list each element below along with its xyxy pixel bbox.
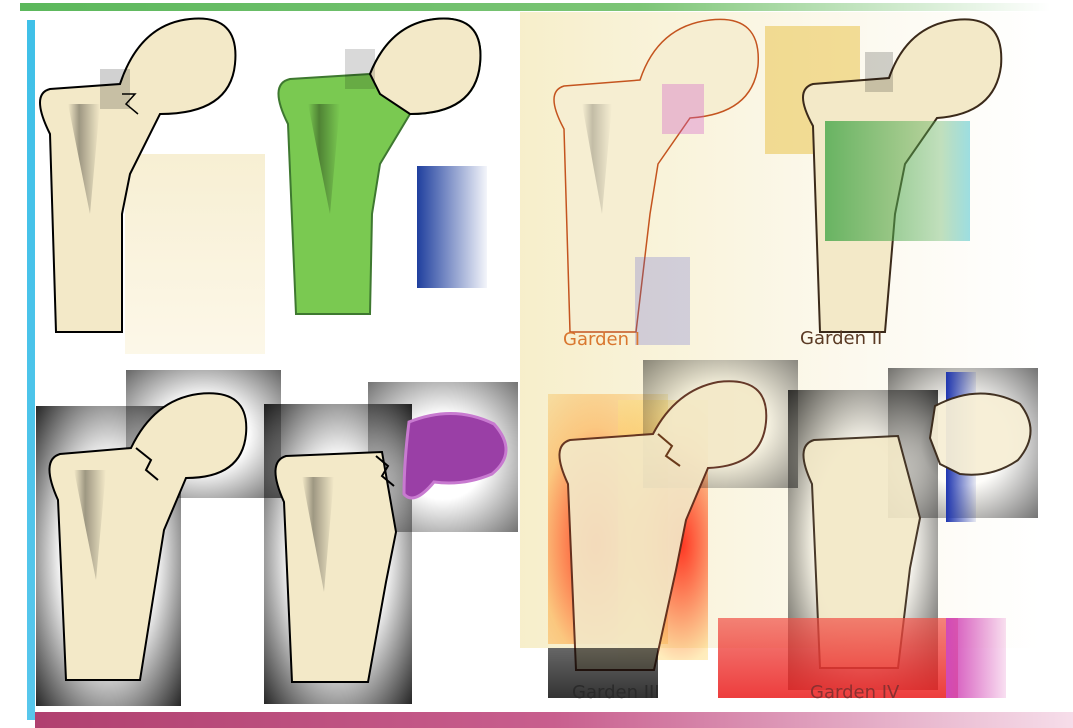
femur-drawing — [36, 370, 286, 700]
femur-3 — [36, 370, 286, 710]
caption-garden-1: Garden I — [563, 329, 640, 350]
caption-garden-3: Garden III — [572, 682, 660, 703]
pink-marker — [946, 618, 1006, 698]
caption-garden-2: Garden II — [800, 328, 882, 349]
caption-garden-4: Garden IV — [810, 682, 899, 703]
femur-2 — [260, 14, 490, 344]
blue-marker — [417, 166, 487, 288]
femur-drawing — [30, 14, 240, 344]
femur-garden-4: Garden IV — [780, 368, 1070, 708]
femur-garden-2: Garden II — [765, 14, 995, 354]
bottom-border — [35, 712, 1073, 728]
femur-4 — [264, 382, 524, 712]
green-marker — [825, 121, 970, 241]
femur-drawing — [540, 14, 770, 344]
top-border — [20, 3, 1050, 11]
femur-garden-1: Garden I — [540, 14, 770, 354]
femur-drawing — [264, 382, 524, 712]
femur-1 — [30, 14, 240, 344]
